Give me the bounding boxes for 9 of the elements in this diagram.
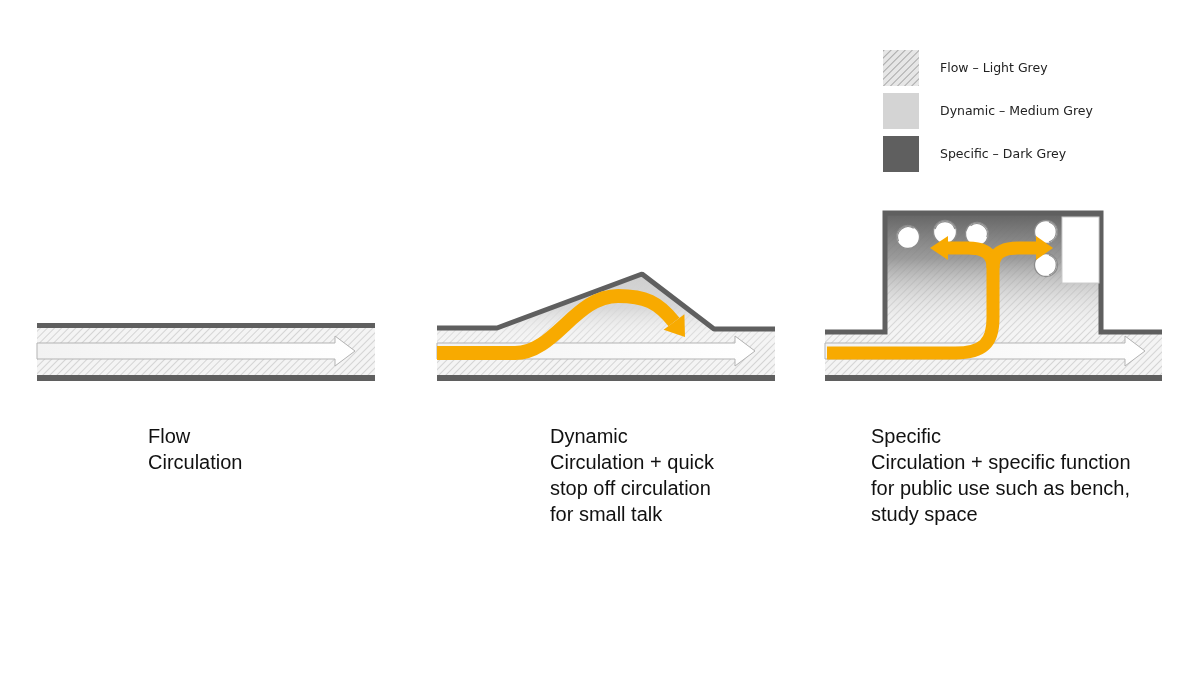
caption-text: Circulation + specific function for public use such as bench, study space [871, 450, 1132, 527]
caption-heading: Dynamic [550, 424, 629, 449]
legend-label: Flow – Light Grey [940, 60, 1048, 76]
legend-label: Specific – Dark Grey [940, 146, 1067, 162]
legend-label: Dynamic – Medium Grey [940, 103, 1093, 119]
caption-heading: Flow [148, 424, 192, 449]
caption-text: Circulation [148, 450, 244, 475]
caption-text: Circulation + quick stop off circulation for small talk [550, 450, 715, 527]
caption-heading: Specific [871, 424, 943, 449]
